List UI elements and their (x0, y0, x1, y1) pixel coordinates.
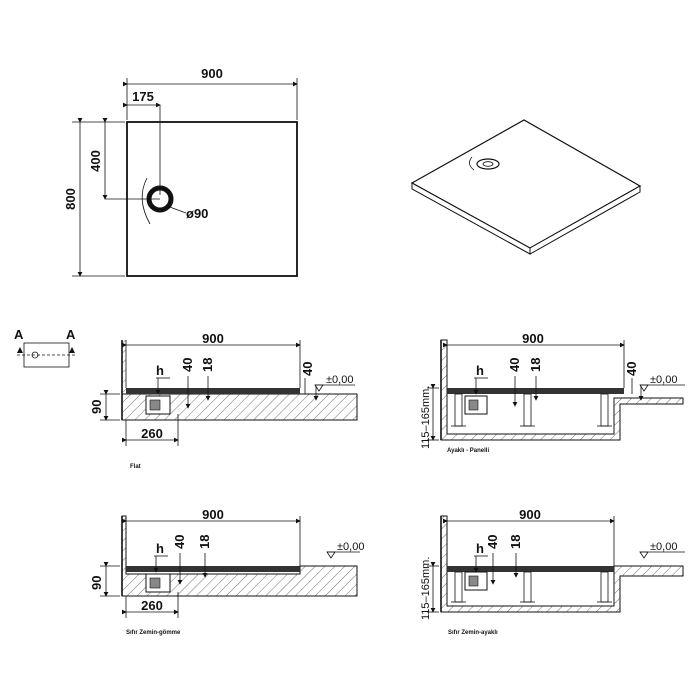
section-key-A-right: A (66, 327, 76, 342)
flush-legs-icon (451, 571, 612, 603)
flat-40-label: 40 (180, 358, 195, 372)
legs-h-label: h (476, 363, 484, 378)
recessed-height-label: 90 (89, 576, 104, 590)
section-key: A A (14, 327, 76, 368)
recessed-40-label: 40 (172, 535, 187, 549)
section-flush-legs: 900 h 40 18 ±0,00 115–165mm. Sıfır Zemin… (420, 507, 685, 636)
drain-diameter-label: ø90 (186, 206, 208, 221)
isometric-view (410, 119, 642, 255)
legs-width-label: 900 (522, 331, 544, 346)
flush-legs-height-range-label: 115–165mm. (420, 557, 432, 620)
flat-18-label: 18 (200, 358, 215, 372)
legs-caption: Ayaklı - Panelli (447, 448, 489, 454)
legs-40-label: 40 (507, 358, 522, 372)
section-flush-recessed: 900 h 40 18 ±0,00 90 260 Sıfır Zemin-göm… (89, 507, 364, 636)
drain-offset-x-label: 175 (132, 89, 154, 104)
flat-caption: Flat (130, 464, 141, 470)
recessed-level-label: ±0,00 (337, 541, 364, 553)
legs-height-range-label: 115–165mm. (420, 386, 432, 449)
drain-offset-y-label: 400 (88, 150, 103, 172)
legs-18-label: 18 (528, 358, 543, 372)
flush-legs-caption: Sıfır Zemin-ayaklı (448, 630, 498, 636)
recessed-18-label: 18 (197, 535, 212, 549)
legs-icon (451, 393, 612, 427)
top-view: 900 175 800 400 ø90 (63, 66, 298, 277)
flush-legs-h-label: h (476, 541, 484, 556)
flush-legs-width-label: 900 (519, 507, 541, 522)
flat-40-right-label: 40 (300, 362, 315, 376)
flat-height-label: 90 (89, 400, 104, 414)
legs-40-right-label: 40 (624, 362, 639, 376)
recessed-h-label: h (156, 541, 164, 556)
flat-width-label: 900 (202, 331, 224, 346)
flush-legs-level-label: ±0,00 (650, 541, 677, 553)
section-key-A-left: A (14, 327, 24, 342)
section-legs-panel: 900 h 40 18 40 ±0,00 115–165mm. Ayaklı -… (420, 331, 685, 454)
top-width-label: 900 (201, 66, 223, 81)
recessed-caption: Sıfır Zemin-gömme (126, 630, 181, 636)
flat-base-label: 260 (141, 426, 163, 441)
recessed-width-label: 900 (202, 507, 224, 522)
recessed-base-label: 260 (141, 598, 163, 613)
top-depth-label: 800 (63, 188, 78, 210)
drain-icon (146, 185, 174, 213)
legs-level-label: ±0,00 (650, 374, 677, 386)
iso-drain-icon (476, 158, 500, 170)
section-flat: 900 h 40 18 40 ±0,00 90 260 Flat (89, 331, 358, 470)
flush-legs-40-label: 40 (485, 535, 500, 549)
flat-level-label: ±0,00 (326, 374, 353, 386)
flush-legs-18-label: 18 (508, 535, 523, 549)
flat-h-label: h (156, 363, 164, 378)
